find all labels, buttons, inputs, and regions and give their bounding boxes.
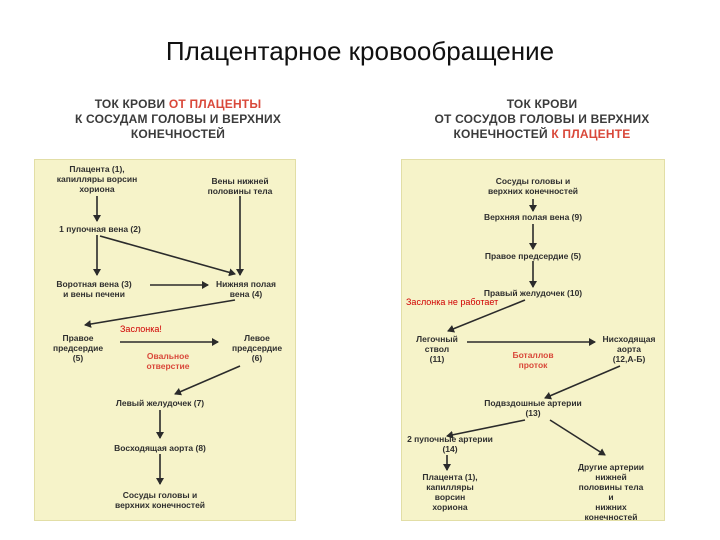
node-line: предсердие bbox=[52, 343, 104, 353]
right-header-line1: ТОК КРОВИ bbox=[506, 97, 578, 111]
node-line: (13) bbox=[525, 408, 541, 418]
right-node-other-arteries: Другие артерии нижней половины тела и ни… bbox=[566, 462, 656, 522]
node-line: отверстие bbox=[146, 361, 190, 371]
left-node-ascending-aorta: Восходящая аорта (8) bbox=[92, 443, 228, 453]
node-line: (14) bbox=[442, 444, 458, 454]
node-line: (6) bbox=[251, 353, 263, 363]
right-header-line2: ОТ СОСУДОВ ГОЛОВЫ И ВЕРХНИХ bbox=[434, 112, 650, 126]
node-line: Нисходящая bbox=[602, 334, 656, 344]
left-node-umbilical-vein: 1 пупочная вена (2) bbox=[40, 224, 160, 234]
node-line: Легочный bbox=[416, 334, 458, 344]
node-line: Правое предсердие (5) bbox=[484, 251, 582, 261]
node-line: половины тела bbox=[207, 186, 273, 196]
node-line: 1 пупочная вена (2) bbox=[59, 224, 141, 234]
right-node-placenta: Плацента (1), капилляры ворсин хориона bbox=[410, 472, 490, 512]
left-header-line2: К СОСУДАМ ГОЛОВЫ И ВЕРХНИХ bbox=[74, 112, 282, 126]
right-node-iliac-arteries: Подвздошные артерии (13) bbox=[470, 398, 596, 418]
node-line: конечностей bbox=[584, 512, 638, 522]
node-line: Вены нижней bbox=[211, 176, 269, 186]
left-header-line3: КОНЕЧНОСТЕЙ bbox=[130, 127, 226, 141]
right-header-accent: К ПЛАЦЕНТЕ bbox=[551, 127, 631, 141]
node-line: предсердие bbox=[231, 343, 283, 353]
node-line: капилляры bbox=[426, 482, 474, 492]
node-line: вена (4) bbox=[229, 289, 263, 299]
node-line: Другие артерии bbox=[577, 462, 645, 472]
node-line: (11) bbox=[429, 354, 445, 364]
left-diagram-panel bbox=[34, 159, 296, 521]
left-node-left-ventricle: Левый желудочек (7) bbox=[92, 398, 228, 408]
page-title: Плацентарное кровообращение bbox=[165, 36, 555, 66]
right-node-head-vessels: Сосуды головы и верхних конечностей bbox=[473, 176, 593, 196]
node-line: Верхняя полая вена (9) bbox=[483, 212, 583, 222]
node-line: аорта bbox=[617, 344, 641, 354]
node-line: Овальное bbox=[146, 351, 190, 361]
node-line: Сосуды головы и bbox=[495, 176, 571, 186]
left-node-placenta: Плацента (1), капилляры ворсин хориона bbox=[52, 164, 142, 194]
left-node-left-atrium: Левое предсердие (6) bbox=[222, 333, 292, 363]
right-node-pulmonary-trunk: Легочный ствол (11) bbox=[408, 334, 466, 364]
node-line: и вены печени bbox=[63, 289, 125, 299]
node-line: ворсин bbox=[434, 492, 466, 502]
right-header: ТОК КРОВИ ОТ СОСУДОВ ГОЛОВЫ И ВЕРХНИХ КО… bbox=[412, 97, 672, 142]
right-node-umbilical-arteries: 2 пупочные артерии (14) bbox=[404, 434, 496, 454]
node-line: Правый желудочек (10) bbox=[483, 288, 583, 298]
node-line: Восходящая аорта (8) bbox=[114, 443, 206, 453]
left-node-right-atrium: Правое предсердие (5) bbox=[38, 333, 118, 363]
left-node-oval-hole: Овальное отверстие bbox=[128, 351, 208, 371]
right-valve-note: Заслонка не работает bbox=[406, 297, 499, 307]
node-line: (5) bbox=[72, 353, 84, 363]
node-line: хориона bbox=[432, 502, 468, 512]
node-line: ствол bbox=[424, 344, 450, 354]
left-header-line1: ТОК КРОВИ bbox=[94, 97, 169, 111]
node-line: нижних bbox=[595, 502, 627, 512]
left-valve-note: Заслонка! bbox=[120, 324, 162, 334]
node-line: капилляры ворсин bbox=[56, 174, 138, 184]
node-line: верхних конечностей bbox=[487, 186, 579, 196]
left-node-lower-veins: Вены нижней половины тела bbox=[198, 176, 282, 196]
node-line: Подвздошные артерии bbox=[484, 398, 582, 408]
left-node-ivc: Нижняя полая вена (4) bbox=[206, 279, 286, 299]
left-header-accent: ОТ ПЛАЦЕНТЫ bbox=[168, 97, 262, 111]
node-line: Боталлов bbox=[512, 350, 554, 360]
node-line: нижней bbox=[595, 472, 627, 482]
node-line: Воротная вена (3) bbox=[56, 279, 132, 289]
right-node-svc: Верхняя полая вена (9) bbox=[473, 212, 593, 222]
node-line: Правое bbox=[62, 333, 94, 343]
left-header: ТОК КРОВИ ОТ ПЛАЦЕНТЫ К СОСУДАМ ГОЛОВЫ И… bbox=[48, 97, 308, 142]
node-line: и bbox=[608, 492, 614, 502]
node-line: Нижняя полая bbox=[215, 279, 276, 289]
node-line: Левое bbox=[244, 333, 270, 343]
node-line: Сосуды головы и bbox=[122, 490, 198, 500]
node-line: верхних конечностей bbox=[114, 500, 206, 510]
node-line: Плацента (1), bbox=[69, 164, 125, 174]
right-node-descending-aorta: Нисходящая аорта (12,А-Б) bbox=[596, 334, 662, 364]
right-diagram-panel bbox=[401, 159, 665, 521]
node-line: половины тела bbox=[578, 482, 644, 492]
node-line: (12,А-Б) bbox=[612, 354, 646, 364]
right-header-line3: КОНЕЧНОСТЕЙ bbox=[453, 127, 552, 141]
node-line: 2 пупочные артерии bbox=[407, 434, 493, 444]
right-node-botallo-duct: Боталлов проток bbox=[498, 350, 568, 370]
node-line: хориона bbox=[79, 184, 115, 194]
node-line: проток bbox=[518, 360, 548, 370]
left-node-head-vessels: Сосуды головы и верхних конечностей bbox=[92, 490, 228, 510]
node-line: Левый желудочек (7) bbox=[115, 398, 205, 408]
right-node-right-atrium: Правое предсердие (5) bbox=[473, 251, 593, 261]
left-node-portal-vein: Воротная вена (3) и вены печени bbox=[38, 279, 150, 299]
right-node-right-ventricle: Правый желудочек (10) bbox=[473, 288, 593, 298]
node-line: Плацента (1), bbox=[422, 472, 478, 482]
